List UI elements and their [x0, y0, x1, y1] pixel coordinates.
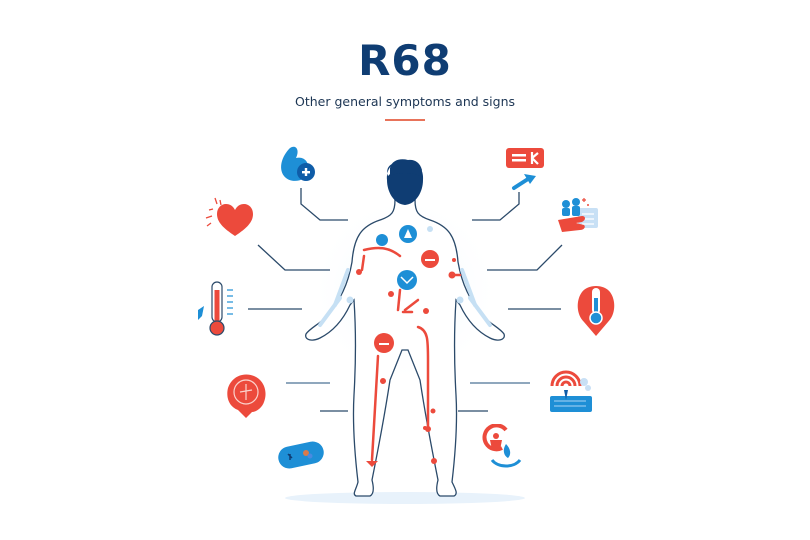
hair — [390, 159, 422, 176]
clock-pin-icon — [227, 374, 266, 418]
circulation-lines — [360, 246, 462, 462]
thermometer-icon — [198, 281, 233, 336]
arm-bones — [318, 268, 492, 327]
page-title: R68 — [358, 36, 452, 85]
floor-shadow — [285, 492, 525, 504]
circulation-dots — [356, 258, 456, 467]
bandage-icon — [278, 441, 324, 469]
person-location-icon — [482, 424, 522, 468]
thermometer-pin-icon — [577, 286, 615, 336]
hand-plus-icon — [281, 146, 315, 181]
page-subtitle: Other general symptoms and signs — [294, 94, 516, 109]
connector-lines — [248, 188, 563, 412]
heart-pulse-icon — [205, 197, 253, 236]
body-marker-1 — [376, 234, 388, 246]
signal-card-icon — [550, 370, 592, 412]
accent-divider — [385, 119, 425, 121]
body-marker-4 — [397, 270, 417, 290]
id-card-arrow-icon — [506, 148, 544, 190]
hand-people-icon — [558, 198, 598, 232]
